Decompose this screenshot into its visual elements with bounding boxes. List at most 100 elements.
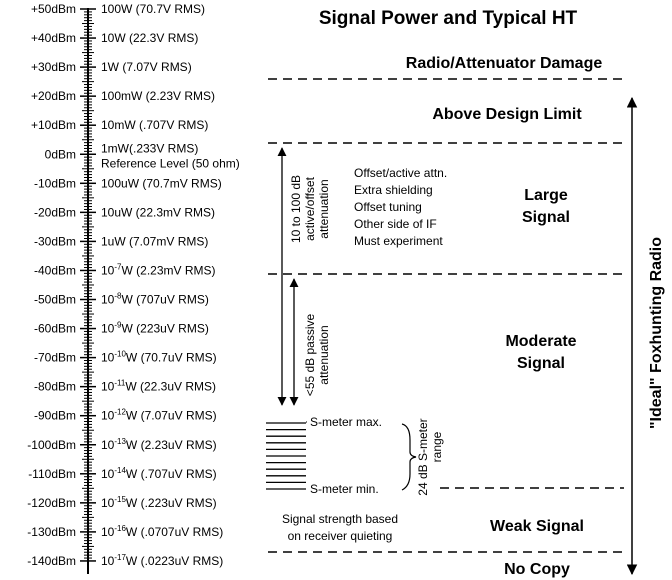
active-range-label-1: 10 to 100 dB — [289, 175, 303, 243]
dbm-label: -40dBm — [34, 263, 76, 277]
diagram-title: Signal Power and Typical HT — [319, 8, 578, 29]
dbm-label: -90dBm — [34, 409, 76, 423]
s-meter-range-label-2: range — [430, 431, 444, 462]
power-base: 10 — [101, 554, 115, 568]
dbm-label: +20dBm — [31, 89, 76, 103]
passive-range-label-1: <55 dB passive — [303, 313, 317, 396]
power-exponent: -13 — [114, 437, 126, 446]
ideal-radio-label: "Ideal" Foxhunting Radio — [648, 237, 665, 429]
dbm-label: -80dBm — [34, 380, 76, 394]
s-meter-range-brace — [401, 423, 417, 491]
power-unit: W (.223uV RMS) — [126, 496, 217, 510]
zone-nocopy-label: No Copy — [504, 561, 570, 578]
power-base: 10 — [101, 409, 115, 423]
quieting-note-1: Signal strength based — [282, 512, 398, 526]
power-label: 10mW (.707V RMS) — [101, 118, 208, 132]
power-unit: W (223uV RMS) — [121, 322, 208, 336]
power-label: 1uW (7.07mV RMS) — [101, 234, 208, 248]
power-label: 10-15W (.223uV RMS) — [101, 495, 217, 510]
power-label: 10-14W (.707uV RMS) — [101, 466, 217, 481]
s-meter-max-label: S-meter max. — [310, 415, 382, 429]
power-exponent: -16 — [114, 524, 126, 533]
power-base: 10 — [101, 351, 115, 365]
power-exponent: -10 — [114, 350, 126, 359]
power-label: 10-9W (223uV RMS) — [101, 321, 209, 336]
large-note-5: Must experiment — [354, 234, 443, 248]
power-unit: W (2.23uV RMS) — [126, 438, 217, 452]
power-label: 10-13W (2.23uV RMS) — [101, 437, 217, 452]
large-note-2: Extra shielding — [354, 183, 433, 197]
zone-moderate-label-1: Moderate — [505, 333, 576, 350]
power-label: 100W (70.7V RMS) — [101, 2, 205, 16]
power-unit: W (22.3uV RMS) — [125, 380, 216, 394]
power-label: 100mW (2.23V RMS) — [101, 89, 215, 103]
dbm-label: -110dBm — [28, 467, 76, 481]
power-base: 10 — [101, 438, 115, 452]
power-unit: W (7.07uV RMS) — [126, 409, 217, 423]
s-meter-range-label-1: 24 dB S-meter — [416, 418, 430, 495]
power-label: 10-17W (.0223uV RMS) — [101, 553, 223, 568]
zone-above-label: Above Design Limit — [432, 106, 582, 123]
power-unit: W (.0707uV RMS) — [126, 525, 223, 539]
power-exponent: -14 — [114, 466, 126, 475]
dbm-label: +10dBm — [31, 118, 76, 132]
quieting-note-2: on receiver quieting — [288, 529, 393, 543]
power-label: 10-10W (70.7uV RMS) — [101, 350, 217, 365]
power-base: 10 — [101, 380, 115, 394]
zone-large-label-2: Signal — [522, 209, 570, 226]
power-label: 1mW(.233V RMS) — [101, 141, 198, 155]
power-label: 1W (7.07V RMS) — [101, 60, 192, 74]
dbm-label: -50dBm — [34, 293, 76, 307]
ideal-radio-label-rest: Foxhunting Radio — [648, 237, 665, 378]
passive-range-label-2: attenuation — [317, 325, 331, 384]
power-label: 10-11W (22.3uV RMS) — [101, 379, 216, 394]
power-unit: W (70.7uV RMS) — [126, 351, 217, 365]
power-base: 10 — [101, 467, 115, 481]
scale-ticks — [80, 8, 96, 562]
large-note-3: Offset tuning — [354, 200, 422, 214]
power-exponent: -8 — [114, 292, 122, 301]
power-base: 10 — [101, 322, 115, 336]
power-base: 10 — [101, 496, 115, 510]
power-label-secondary: Reference Level (50 ohm) — [101, 156, 240, 170]
power-exponent: -11 — [114, 379, 126, 388]
dbm-label: -20dBm — [34, 205, 76, 219]
zone-weak-label: Weak Signal — [490, 518, 584, 535]
power-unit: W (707uV RMS) — [121, 293, 208, 307]
large-note-1: Offset/active attn. — [354, 166, 447, 180]
power-label: 10W (22.3V RMS) — [101, 31, 198, 45]
power-base: 10 — [101, 525, 115, 539]
power-base: 10 — [101, 293, 115, 307]
power-exponent: -15 — [114, 495, 126, 504]
scale-labels: +50dBm 100W (70.7V RMS) +40dBm 10W (22.3V R… — [27, 2, 239, 568]
power-unit: W (2.23mV RMS) — [121, 263, 215, 277]
power-label: 10-7W (2.23mV RMS) — [101, 262, 216, 277]
power-unit: W (.0223uV RMS) — [126, 554, 223, 568]
dbm-label: -130dBm — [27, 525, 76, 539]
dbm-label: +30dBm — [31, 60, 76, 74]
s-meter-min-label: S-meter min. — [310, 482, 379, 496]
s-meter-bars — [266, 422, 306, 490]
power-label: 10-16W (.0707uV RMS) — [101, 524, 223, 539]
dbm-label: +50dBm — [31, 2, 76, 16]
dbm-label: -10dBm — [34, 176, 76, 190]
zone-moderate-label-2: Signal — [517, 355, 565, 372]
power-label: 10uW (22.3mV RMS) — [101, 205, 215, 219]
power-exponent: -7 — [114, 262, 122, 271]
power-base: 10 — [101, 263, 115, 277]
zone-damage-label: Radio/Attenuator Damage — [406, 55, 603, 72]
dbm-label: -60dBm — [34, 322, 76, 336]
zone-large-label-1: Large — [524, 187, 568, 204]
dbm-label: -30dBm — [34, 234, 76, 248]
active-range-label-3: attenuation — [317, 179, 331, 238]
power-unit: W (.707uV RMS) — [126, 467, 217, 481]
dbm-label: -100dBm — [27, 438, 76, 452]
dbm-label: -140dBm — [27, 554, 76, 568]
power-exponent: -17 — [114, 553, 126, 562]
power-label: 10-12W (7.07uV RMS) — [101, 408, 217, 423]
dbm-label: +40dBm — [31, 31, 76, 45]
large-note-4: Other side of IF — [354, 217, 437, 231]
power-label: 10-8W (707uV RMS) — [101, 292, 209, 307]
dbm-label: -120dBm — [27, 496, 76, 510]
